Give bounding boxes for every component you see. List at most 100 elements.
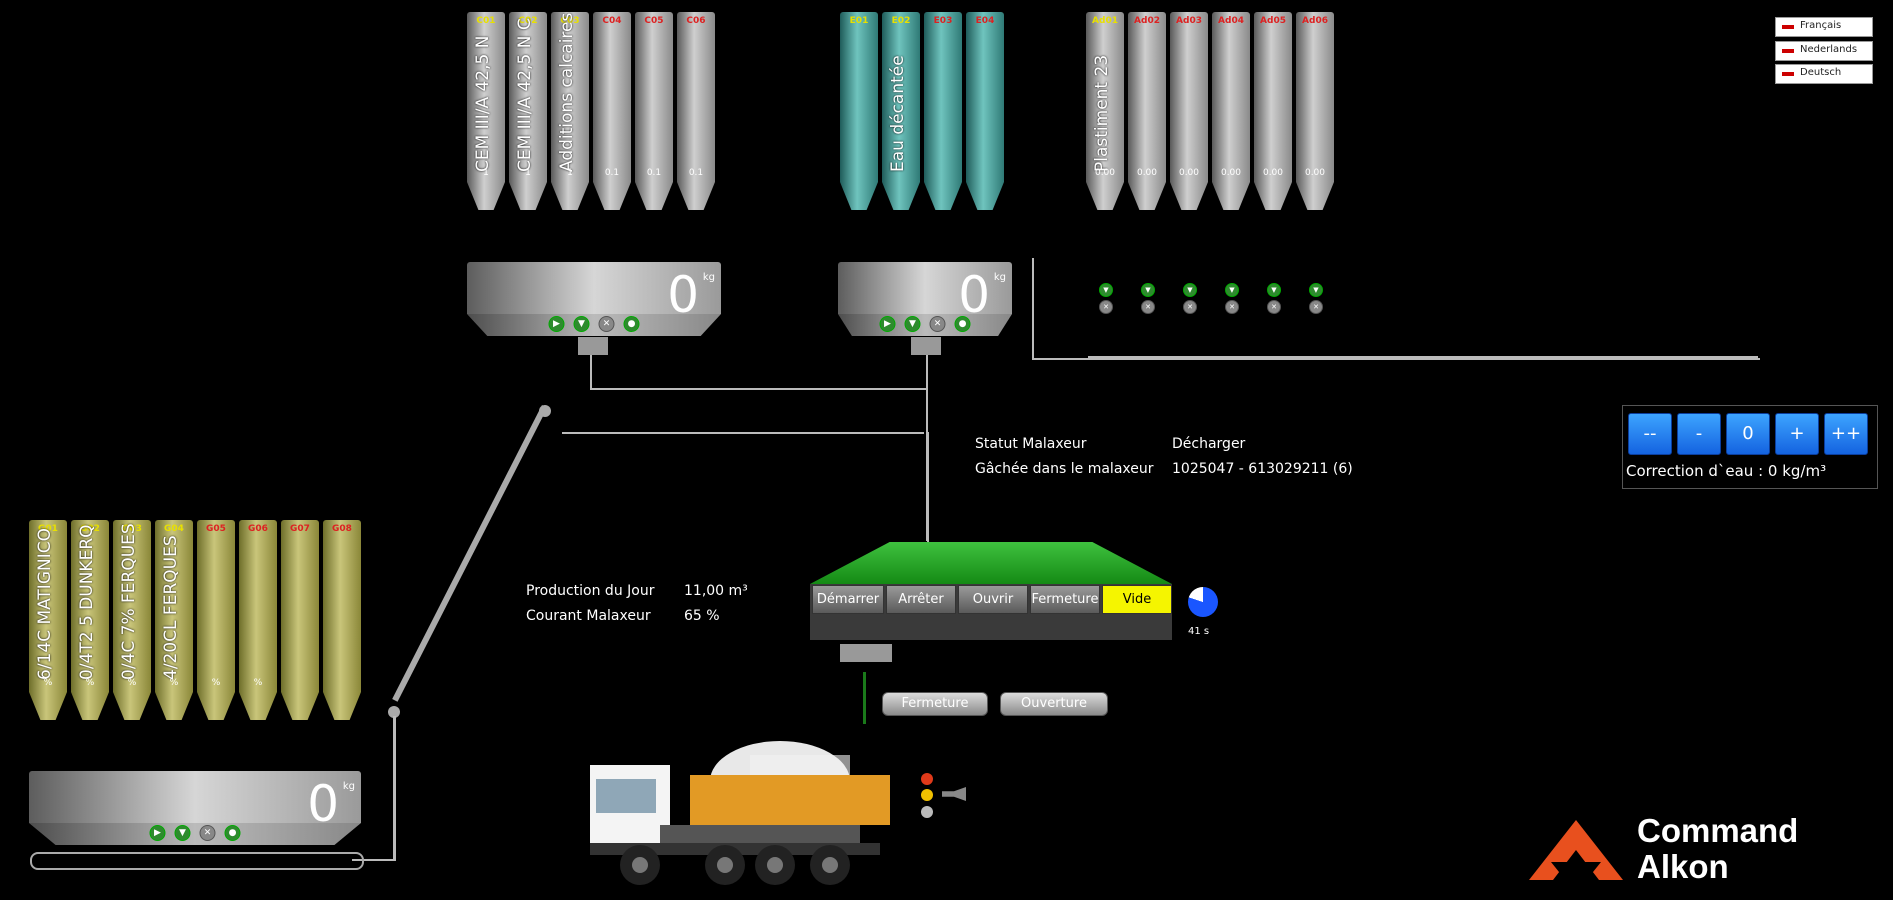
- lang-german[interactable]: Deutsch: [1775, 64, 1873, 84]
- red-light-icon: [921, 773, 933, 785]
- correction-minus-button[interactable]: -: [1677, 413, 1721, 455]
- admixture-valve-open-icon[interactable]: ▼: [1099, 283, 1113, 297]
- stop-icon[interactable]: ✕: [598, 316, 615, 332]
- aggregate-silo[interactable]: G08: [323, 520, 361, 720]
- correction-zero-button[interactable]: 0: [1726, 413, 1770, 455]
- gate-open-button[interactable]: Ouverture: [1000, 692, 1108, 716]
- open-button[interactable]: Ouvrir: [958, 585, 1028, 614]
- admixture-valve-close-icon[interactable]: ✕: [1267, 300, 1281, 314]
- gate-close-button[interactable]: Fermeture: [882, 692, 988, 716]
- confirm-icon[interactable]: ●: [224, 825, 241, 841]
- brand-line1: Command: [1637, 812, 1799, 849]
- mixer-status-value: Décharger: [1172, 436, 1246, 452]
- water-silo[interactable]: E03: [924, 12, 962, 210]
- silo-body: G05%: [197, 520, 235, 692]
- silo-code: G04: [164, 524, 184, 534]
- silo-value: %: [127, 678, 137, 688]
- down-icon[interactable]: ▼: [904, 316, 921, 332]
- silo-code: E03: [933, 16, 953, 26]
- correction-plus-button[interactable]: +: [1775, 413, 1819, 455]
- admixture-valve-open-icon[interactable]: ▼: [1225, 283, 1239, 297]
- silo-code: E04: [975, 16, 995, 26]
- silo-cone: [1170, 182, 1208, 210]
- water-silo[interactable]: E04: [966, 12, 1004, 210]
- admixture-valve-open-icon[interactable]: ▼: [1267, 283, 1281, 297]
- lang-dutch[interactable]: Nederlands: [1775, 41, 1873, 61]
- brand-line2: Alkon: [1637, 848, 1729, 885]
- silo-value: 0.00: [1094, 168, 1116, 178]
- play-icon[interactable]: ▶: [149, 825, 166, 841]
- command-alkon-logo-icon: [1529, 820, 1623, 880]
- down-icon[interactable]: ▼: [174, 825, 191, 841]
- aggregate-silo[interactable]: G07: [281, 520, 319, 720]
- silo-cone: [551, 182, 589, 210]
- correction-minus-minus-button[interactable]: --: [1628, 413, 1672, 455]
- water-silo[interactable]: E01: [840, 12, 878, 210]
- down-icon[interactable]: ▼: [573, 316, 590, 332]
- admixture-valve-close-icon[interactable]: ✕: [1309, 300, 1323, 314]
- play-icon[interactable]: ▶: [879, 316, 896, 332]
- silo-label: [1260, 12, 1282, 172]
- horn-icon: [942, 787, 966, 801]
- close-button[interactable]: Fermeture: [1030, 585, 1100, 614]
- admixture-valve-close-icon[interactable]: ✕: [1225, 300, 1239, 314]
- silo-label: [972, 12, 994, 172]
- silo-value: 0.1: [688, 168, 704, 178]
- start-button[interactable]: Démarrer: [812, 585, 884, 614]
- silo-label: 6/14C MATIGNICO: [35, 528, 55, 680]
- admixture-valve-close-icon[interactable]: ✕: [1183, 300, 1197, 314]
- silo-value: %: [211, 678, 221, 688]
- stop-icon[interactable]: ✕: [929, 316, 946, 332]
- silo-label: [599, 12, 621, 172]
- play-icon[interactable]: ▶: [548, 316, 565, 332]
- mixer-drum: [810, 542, 1172, 584]
- silo-label: Eau décantée: [888, 55, 908, 172]
- admixture-valve-open-icon[interactable]: ▼: [1309, 283, 1323, 297]
- empty-button[interactable]: Vide: [1102, 585, 1172, 614]
- confirm-icon[interactable]: ●: [954, 316, 971, 332]
- silo-cone: [155, 692, 193, 720]
- aggregate-silo[interactable]: G05%: [197, 520, 235, 720]
- aggregate-silo[interactable]: G06%: [239, 520, 277, 720]
- silo-cone: [1128, 182, 1166, 210]
- lang-french[interactable]: Français: [1775, 17, 1873, 37]
- silo-body: G07: [281, 520, 319, 692]
- admixture-valve-open-icon[interactable]: ▼: [1141, 283, 1155, 297]
- stop-icon[interactable]: ✕: [199, 825, 216, 841]
- admixture-valve-open-icon[interactable]: ▼: [1183, 283, 1197, 297]
- silo-code: G08: [332, 524, 352, 534]
- stop-button[interactable]: Arrêter: [886, 585, 956, 614]
- confirm-icon[interactable]: ●: [623, 316, 640, 332]
- silo-cone: [281, 692, 319, 720]
- conveyor-pulley: [539, 405, 551, 417]
- silo-label: CEM III/A 42,5 N C: [515, 18, 535, 172]
- admixture-valve-close-icon[interactable]: ✕: [1141, 300, 1155, 314]
- correction-plus-plus-button[interactable]: ++: [1824, 413, 1868, 455]
- admixture-valve-close-icon[interactable]: ✕: [1099, 300, 1113, 314]
